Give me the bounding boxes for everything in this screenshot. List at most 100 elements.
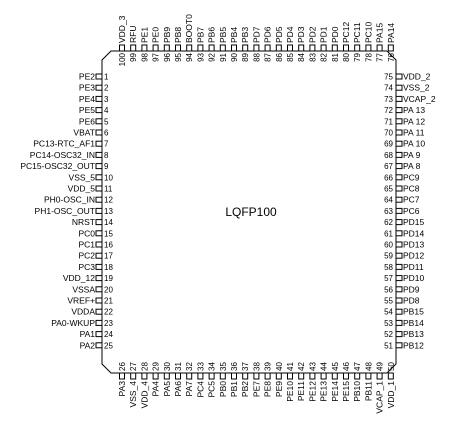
pin-83-lead	[309, 44, 316, 52]
pin-56-number: 56	[384, 285, 393, 294]
pin-82-lead	[320, 44, 327, 52]
pin-65-number: 65	[384, 185, 393, 194]
pin-71-lead	[395, 118, 403, 125]
pin-70-label-pa-11: PA 11	[403, 128, 425, 138]
pin-67-label-pa-8: PA 8	[403, 161, 421, 171]
pin-73-number: 73	[384, 95, 393, 104]
pin-72-label-pa-13: PA 13	[403, 105, 425, 115]
pin-100-label-vdd-3: VDD_3	[117, 15, 127, 43]
pin-28-label-vdd-4: VDD_4	[139, 381, 149, 409]
pin-8-number: 8	[104, 151, 109, 160]
pin-19-number: 19	[104, 274, 113, 283]
pin-75-number: 75	[384, 73, 393, 82]
pin-96-label-pb9: PB9	[162, 27, 172, 43]
pin-7-lead	[95, 140, 103, 147]
pin-18-lead	[95, 263, 103, 270]
pin-48-label-pb11: PB11	[363, 381, 373, 401]
pin-26-lead	[119, 372, 125, 380]
pin-25-number: 25	[104, 341, 113, 350]
pin-10-lead	[95, 174, 103, 181]
pin-49-lead	[376, 372, 383, 380]
pin-90-number: 90	[230, 52, 239, 61]
pin-38-number: 38	[252, 362, 261, 371]
pin-37-number: 37	[241, 362, 250, 371]
pin-86-lead	[275, 44, 282, 52]
pin-55-number: 55	[384, 297, 393, 306]
pin-40-number: 40	[275, 362, 284, 371]
pin-44-lead	[320, 372, 327, 380]
pin-16-label-pc1: PC1	[78, 240, 95, 250]
pin-44-number: 44	[320, 362, 329, 371]
pin-80-lead	[343, 44, 349, 52]
pin-88-number: 88	[252, 52, 261, 61]
pin-57-lead	[395, 275, 403, 282]
pin-5-lead	[95, 118, 103, 125]
pin-32-lead	[186, 372, 193, 380]
pin-87-label-pd6: PD6	[263, 26, 273, 43]
pin-47-lead	[354, 372, 361, 380]
pin-6-lead	[95, 129, 103, 136]
pin-29-label-pa4: PA4	[151, 381, 161, 397]
pin-20-lead	[95, 286, 103, 293]
pin-84-number: 84	[297, 52, 306, 61]
pin-30-lead	[163, 372, 170, 380]
pin-43-number: 43	[308, 362, 317, 371]
pin-76-number: 76	[387, 52, 396, 61]
pin-60-lead	[395, 241, 403, 248]
pin-93-lead	[197, 44, 204, 52]
pin-75-label-vdd-2: VDD_2	[403, 72, 431, 82]
pin-51-number: 51	[384, 341, 393, 350]
pin-98-lead	[141, 44, 148, 52]
pin-83-number: 83	[308, 52, 317, 61]
pin-31-lead	[175, 372, 181, 380]
pin-48-number: 48	[364, 362, 373, 371]
pin-50-label-vdd-1: VDD_1	[386, 381, 396, 409]
pin-17-lead	[95, 252, 103, 259]
pin-28-lead	[141, 372, 148, 380]
pin-9-label-pc15-osc32-out: PC15-OSC32_OUT	[20, 161, 95, 171]
pin-61-number: 61	[384, 229, 393, 238]
pin-61-label-pd14: PD14	[403, 228, 425, 238]
pin-88-lead	[253, 44, 260, 52]
pin-19-lead	[95, 275, 103, 282]
pin-5-label-pe6: PE6	[79, 116, 95, 126]
pin-21-label-vref: VREF+	[67, 296, 95, 306]
pin-66-lead	[395, 174, 403, 181]
pin-36-number: 36	[230, 362, 239, 371]
pin-91-lead	[219, 44, 226, 52]
pin-37-lead	[242, 372, 249, 380]
pin-59-lead	[395, 252, 403, 259]
pin-96-lead	[163, 44, 170, 52]
pin-33-label-pc4: PC4	[195, 381, 205, 398]
pin-47-number: 47	[353, 362, 362, 371]
pin-14-number: 14	[104, 218, 113, 227]
pin-72-number: 72	[384, 106, 393, 115]
pin-3-lead	[95, 95, 103, 102]
pin-68-label-pa-9: PA 9	[403, 150, 421, 160]
pin-92-number: 92	[208, 52, 217, 61]
pin-5-number: 5	[104, 117, 109, 126]
pin-81-lead	[331, 44, 338, 52]
pin-27-lead	[130, 372, 137, 380]
pin-52-number: 52	[384, 330, 393, 339]
pin-14-lead	[95, 219, 103, 226]
pin-63-label-pc6: PC6	[403, 206, 420, 216]
pin-59-label-pd12: PD12	[403, 251, 425, 261]
pin-32-number: 32	[185, 362, 194, 371]
pin-1-label-pe2: PE2	[79, 72, 95, 82]
pin-23-label-pa0-wkup: PA0-WKUP	[51, 318, 95, 328]
pin-41-label-pe10: PE10	[285, 381, 295, 402]
pin-94-label-boot0: BOOT0	[184, 14, 194, 43]
pin-64-lead	[395, 196, 403, 203]
pin-97-label-pe0: PE0	[151, 27, 161, 43]
pin-53-number: 53	[384, 319, 393, 328]
pin-46-lead	[343, 372, 349, 380]
pin-90-label-pb4: PB4	[229, 27, 239, 43]
pin-32-label-pa7: PA7	[184, 381, 194, 397]
pin-25-lead	[95, 342, 103, 349]
pin-6-number: 6	[104, 129, 109, 138]
pin-36-label-pb1: PB1	[229, 381, 239, 397]
pin-52-lead	[395, 331, 403, 338]
pin-89-lead	[242, 44, 249, 52]
